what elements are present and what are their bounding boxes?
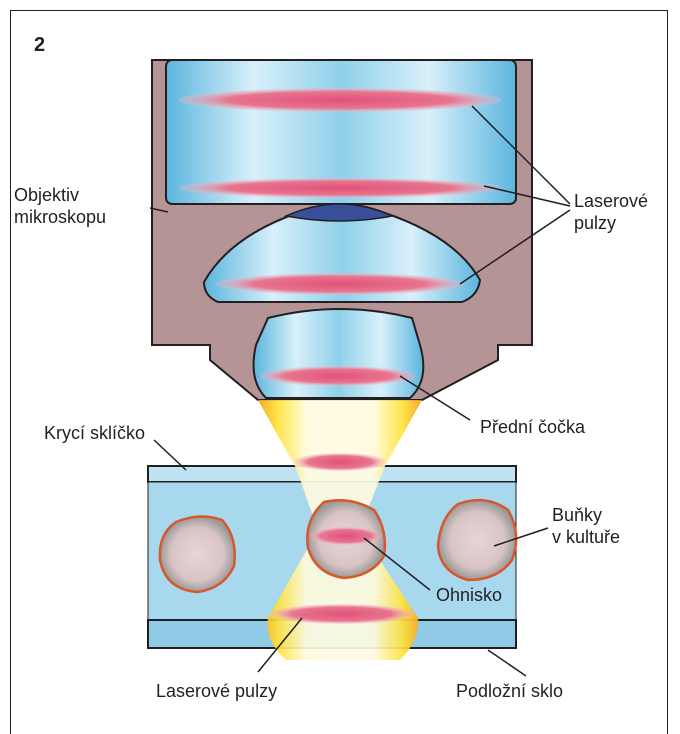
figure-number: 2 [34,34,45,56]
label-slide: Podložní sklo [456,680,563,702]
label-focus: Ohnisko [436,584,502,606]
laser-pulse-front [260,366,416,386]
label-laser-pulses-bottom: Laserové pulzy [156,680,277,702]
cell-left [160,516,235,592]
laser-pulse-top-2 [178,178,502,198]
cell-right [438,500,516,580]
label-front-lens: Přední čočka [480,416,585,438]
laser-pulse-middle [216,273,464,295]
label-cover-slip: Krycí sklíčko [44,422,145,444]
laser-pulse-slide [270,604,414,624]
laser-pulse-focus [310,527,382,545]
label-laser-pulses-top: Laserové pulzy [574,190,648,234]
label-cells: Buňky v kultuře [552,504,620,548]
label-objective: Objektiv mikroskopu [14,184,106,228]
leader-slide [488,650,526,676]
laser-pulse-coverslip [294,453,386,471]
laser-pulse-top-1 [178,88,502,112]
